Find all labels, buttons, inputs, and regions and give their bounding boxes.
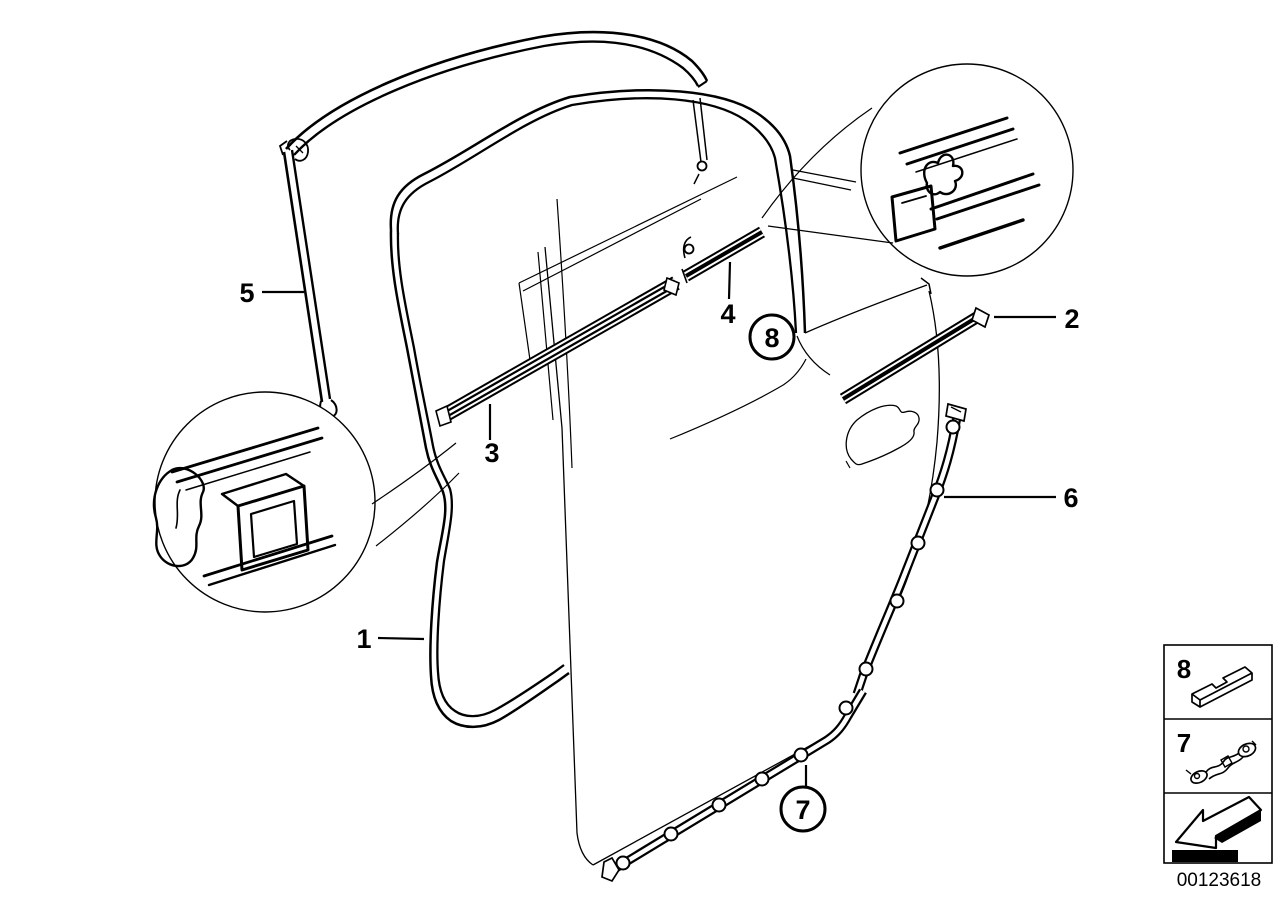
seal5-end-tick — [697, 80, 708, 88]
callouts: 5 3 4 1 2 6 8 7 — [239, 261, 1080, 833]
legend-item-7-label: 7 — [1177, 728, 1191, 758]
door-handle-cutout — [845, 404, 920, 466]
part-3-inner-beltline-strip — [435, 276, 680, 428]
fastener-clip-icon — [1185, 740, 1257, 784]
door-corner-step — [920, 277, 932, 295]
magnifier-circle-left — [152, 391, 460, 613]
end-piece-strip-icon — [1191, 666, 1253, 708]
direction-arrow-icon — [1172, 795, 1263, 862]
seal-cross-section — [152, 466, 205, 568]
seal7-clip — [793, 747, 809, 763]
callout-2: 2 — [1064, 304, 1079, 334]
strip3-left-cap — [435, 404, 452, 428]
strip2-end-cap — [970, 306, 991, 329]
legend-item-8-label: 8 — [1177, 654, 1191, 684]
callout-5: 5 — [239, 278, 254, 308]
part-number: 00123618 — [1177, 870, 1262, 891]
strip3-right-cap — [663, 276, 680, 297]
door-window-glass — [518, 176, 738, 469]
legend: 8 7 00123618 — [1163, 644, 1273, 891]
magnifier-lens-icon — [154, 391, 376, 613]
door-bottom-edge — [592, 690, 862, 866]
seal5-corner-spike — [278, 140, 288, 156]
part-6-rear-edge-strip — [852, 402, 967, 696]
seal7-clip — [838, 700, 854, 716]
door-panel — [537, 169, 941, 866]
seal5-corner-joint — [287, 138, 309, 162]
seal7-end-cap — [601, 856, 620, 883]
callout-7-circle — [779, 785, 827, 833]
part-4-short-beltline-strip — [681, 226, 766, 284]
part-2-outer-beltline-strip — [839, 306, 991, 405]
door-front-edge — [544, 246, 594, 866]
seal7-clip — [663, 826, 679, 842]
magnifier-circle-right — [761, 63, 1074, 277]
strip6-clip — [910, 535, 926, 551]
callout-3: 3 — [484, 438, 499, 468]
strip6-clip — [929, 482, 945, 498]
callout-7: 7 — [795, 795, 810, 825]
strip4-clip-bracket — [682, 236, 692, 259]
strip6-clip — [889, 593, 905, 609]
strip6-clip — [858, 661, 874, 677]
callout-6: 6 — [1063, 483, 1078, 513]
callout-8-circle — [748, 313, 796, 361]
clip-tab-detail — [923, 153, 964, 196]
seal7-clip — [711, 797, 727, 813]
part-7-bottom-edge-seal — [601, 688, 867, 883]
seal7-clip — [615, 855, 631, 871]
guide-rail-clip — [696, 160, 708, 172]
strip6-clip — [945, 419, 961, 435]
window-guide-rail — [692, 99, 702, 163]
strip4-clip — [683, 243, 695, 255]
seal7-clip — [754, 771, 770, 787]
callout-8: 8 — [764, 323, 779, 353]
part-1-door-frame-seal — [389, 89, 807, 729]
callout-1: 1 — [356, 624, 371, 654]
magnifier-lens-icon — [860, 63, 1074, 277]
strip6-top-cap — [945, 402, 967, 423]
callout-4: 4 — [720, 299, 735, 329]
door-beltline — [804, 284, 928, 334]
door-inner-panel-line — [669, 358, 807, 440]
